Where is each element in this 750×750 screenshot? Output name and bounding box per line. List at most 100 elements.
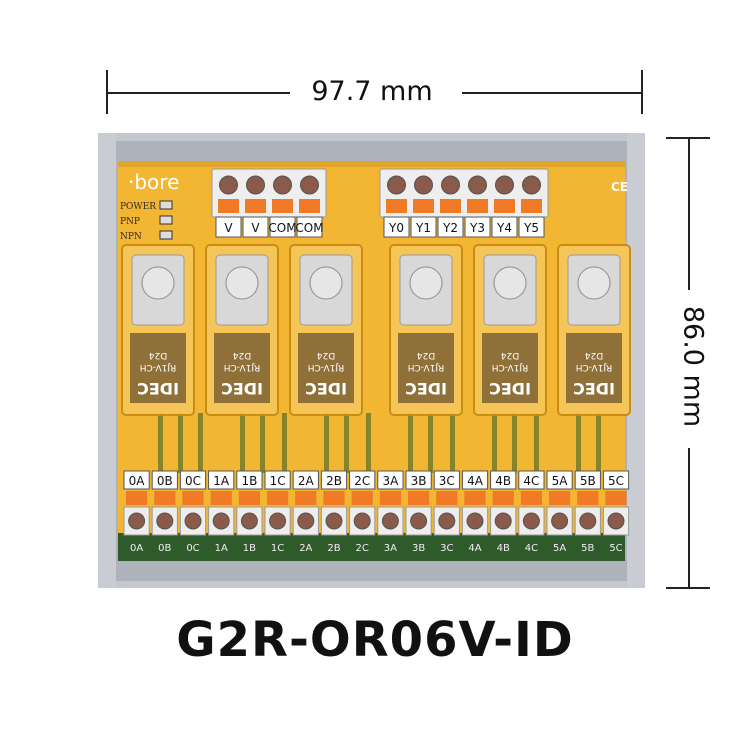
input-terminal-label: Y1 xyxy=(415,221,431,235)
output-terminal-silkscreen: 4C xyxy=(525,543,538,554)
output-terminal-lever xyxy=(436,491,458,505)
relay-model-text: RJ1V-CH xyxy=(492,362,529,372)
output-terminal-label-box xyxy=(179,470,207,490)
input-terminal-label: Y0 xyxy=(388,221,404,235)
indicator-label-npn: NPN xyxy=(120,232,142,242)
output-terminal-label-box xyxy=(123,470,150,490)
output-terminal-label-box xyxy=(208,470,235,490)
height-dimension-text: 86.0 mm xyxy=(677,305,709,428)
output-terminal-lever xyxy=(577,491,599,505)
output-terminal-silkscreen: 3C xyxy=(440,543,453,554)
output-terminal-label: 1C xyxy=(270,474,286,488)
output-terminal-screw xyxy=(297,512,315,530)
power-terminal-screw xyxy=(219,175,238,195)
output-terminal-lever xyxy=(267,491,289,505)
power-terminal-label: COM xyxy=(295,221,323,235)
output-terminal-label: 3A xyxy=(382,474,399,488)
input-terminal-lever xyxy=(440,199,461,213)
input-terminal-lever xyxy=(413,199,434,213)
pcb-green-strip xyxy=(118,533,625,561)
relay-coil-text: D24 xyxy=(501,350,520,360)
output-terminal-screw xyxy=(466,512,484,530)
output-terminal-silkscreen: 1C xyxy=(271,543,284,554)
input-terminal-lever xyxy=(494,199,515,213)
power-terminal-label: V xyxy=(251,221,260,235)
output-terminal-label: 1B xyxy=(241,474,257,488)
input-terminal-label-box xyxy=(410,216,437,238)
relay-model-text: RJ1V-CH xyxy=(408,362,445,372)
power-terminal-lever xyxy=(299,199,320,213)
output-terminal-silkscreen: 3A xyxy=(384,543,397,554)
indicator-label-power: POWER xyxy=(120,202,156,212)
output-terminal-label: 0B xyxy=(157,474,173,488)
output-terminal-silkscreen: 2B xyxy=(327,543,340,554)
output-terminal-lever xyxy=(520,491,542,505)
height-dimension-line-bottom xyxy=(688,448,690,588)
power-terminal-label-box xyxy=(242,216,269,238)
input-terminal-label-box xyxy=(383,216,410,238)
width-dimension-tick-right xyxy=(641,70,643,114)
product-model-title: G2R-OR06V-ID xyxy=(176,612,574,668)
input-terminal-label: Y4 xyxy=(496,221,512,235)
width-dimension-label: 97.7 mm xyxy=(292,76,452,107)
output-terminal-silkscreen: 3B xyxy=(412,543,425,554)
indicator-labels: POWER PNP NPN xyxy=(120,200,173,242)
power-terminal-label-box xyxy=(296,216,323,238)
power-terminal-lever xyxy=(218,199,239,213)
ce-mark: CE xyxy=(611,180,628,194)
output-terminal-lever xyxy=(154,491,176,505)
output-terminal-screw xyxy=(494,512,512,530)
output-terminal-silkscreen: 1B xyxy=(243,543,256,554)
output-terminal-lever xyxy=(295,491,317,505)
output-terminal-block: 0A0A0B0B0C0C1A1A1B1B1C1C2A2A2B2B2C2C3A3A… xyxy=(123,470,630,554)
relay-maker-text: IDEC xyxy=(573,379,615,398)
output-terminal-lever xyxy=(351,491,373,505)
output-terminal-silkscreen: 2C xyxy=(356,543,369,554)
power-terminal-lever xyxy=(245,199,266,213)
output-terminal-label: 2C xyxy=(354,474,370,488)
input-terminal-lever xyxy=(521,199,542,213)
output-terminal-screw xyxy=(128,512,146,530)
output-terminal-silkscreen: 4A xyxy=(468,543,481,554)
output-terminal-label: 2B xyxy=(326,474,342,488)
input-terminal-screw xyxy=(441,175,460,195)
indicator-label-pnp: PNP xyxy=(120,217,140,227)
output-terminal-screw xyxy=(184,512,202,530)
power-terminal-label: COM xyxy=(268,221,296,235)
relay-coil-text: D24 xyxy=(233,350,252,360)
output-terminal-label: 0C xyxy=(185,474,201,488)
output-terminal-label: 4B xyxy=(495,474,511,488)
power-terminal-label-box xyxy=(215,216,242,238)
output-terminal-label: 5B xyxy=(580,474,596,488)
input-terminal-screw xyxy=(414,175,433,195)
output-terminal-screw xyxy=(522,512,540,530)
output-terminal-lever xyxy=(464,491,486,505)
output-terminal-screw xyxy=(212,512,230,530)
relay-coil-text: D24 xyxy=(317,350,336,360)
output-terminal-label-box xyxy=(518,470,545,490)
input-terminal-label-box xyxy=(437,216,464,238)
output-terminal-label: 0A xyxy=(129,474,146,488)
output-terminal-lever xyxy=(126,491,148,505)
output-terminal-label-box xyxy=(349,470,376,490)
output-terminal-screw xyxy=(156,512,174,530)
output-terminal-lever xyxy=(210,491,232,505)
power-terminal-label-box xyxy=(269,216,296,238)
width-dimension-line-left xyxy=(107,92,290,94)
indicator-led xyxy=(159,200,173,210)
output-terminal-label-box xyxy=(405,470,432,490)
width-dimension-tick-left xyxy=(106,70,108,114)
input-terminal-screw xyxy=(387,175,406,195)
output-terminal-silkscreen: 5C xyxy=(609,543,622,554)
output-terminal-label: 5C xyxy=(608,474,624,488)
output-terminal-screw xyxy=(240,512,258,530)
output-terminal-lever xyxy=(549,491,571,505)
output-terminal-screw xyxy=(607,512,625,530)
relay-coil-text: D24 xyxy=(585,350,604,360)
input-terminal-screw xyxy=(522,175,541,195)
